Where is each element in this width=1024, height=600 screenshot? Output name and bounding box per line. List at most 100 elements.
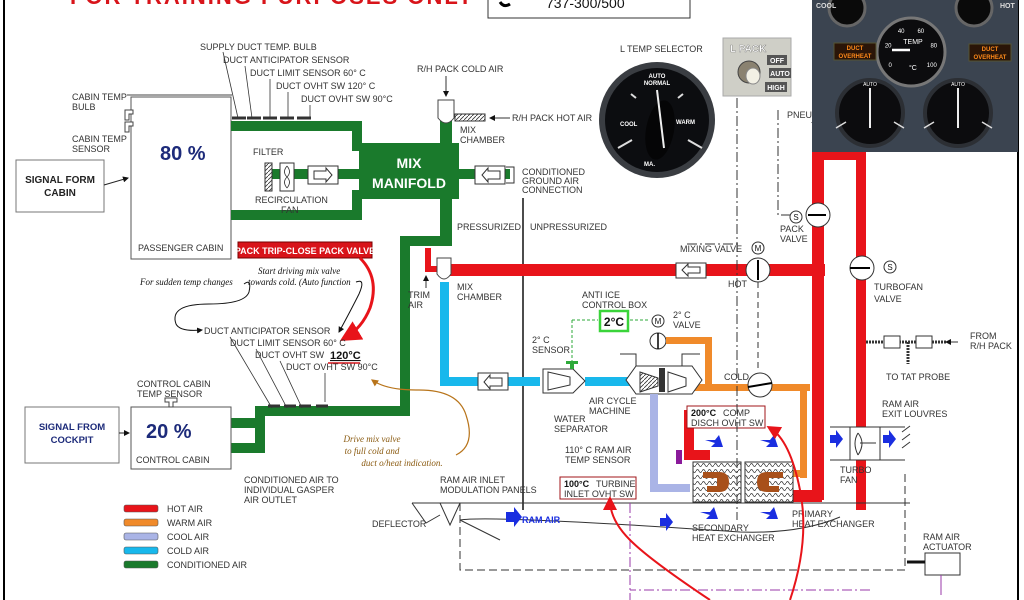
gasper-label-2: INDIVIDUAL GASPER [244, 485, 335, 495]
mix-chamber-label-1: MIX [460, 125, 476, 135]
temp-selector-knob[interactable] [641, 98, 679, 162]
legend-swatch [123, 504, 159, 513]
trim-air-label-2: AIR [408, 300, 424, 310]
warning-right-1: DUCT [982, 47, 999, 53]
lower-duct-ovht-90-label: DUCT OVHT SW 90°C [286, 362, 378, 372]
supply-duct-temp-bulb-label: SUPPLY DUCT TEMP. BULB [200, 42, 317, 52]
ground-air-label-3: CONNECTION [522, 185, 583, 195]
l-temp-selector[interactable]: L TEMP SELECTOR AUTO NORMAL COOL WARM MA… [599, 44, 715, 178]
valve-2c-label-2: VALVE [673, 320, 701, 330]
recirc-fan-label-1: RECIRCULATION [255, 195, 328, 205]
turbofan-valve: S TURBOFAN VALVE [849, 255, 923, 304]
flow-arrow-icon [313, 166, 333, 184]
ram-temp-sensor-label-2: TEMP SENSOR [565, 455, 631, 465]
cool-air-duct [650, 394, 658, 490]
ram-air-label: RAM AIR [522, 515, 561, 525]
control-cabin: 20 % CONTROL CABIN CONTROL CABIN TEMP SE… [130, 379, 232, 470]
lower-mix-chamber-label-2: CHAMBER [457, 292, 503, 302]
signal-form-cabin-line1: SIGNAL FORM [25, 175, 95, 186]
filter-label: FILTER [253, 147, 284, 157]
anti-ice-value: 2°C [604, 315, 624, 329]
gasper-label-3: AIR OUTLET [244, 495, 298, 505]
temp-selector-cool: COOL [620, 122, 638, 128]
turbine-inlet-label-2: INLET OVHT SW [564, 489, 634, 499]
turbine-inlet-ovht-sw: 100°C TURBINE INLET OVHT SW [559, 476, 637, 500]
duct-limit-sensor-label: DUCT LIMIT SENSOR 60° C [250, 68, 366, 78]
lower-mix-chamber: MIX CHAMBER [436, 257, 503, 302]
pack-valve: S PACK VALVE [780, 202, 831, 244]
note-drive-mix-3: duct o/heat indication. [361, 458, 442, 468]
comp-disch-label-2: DISCH OVHT SW [691, 418, 764, 428]
legend-swatch [123, 518, 159, 527]
temp-selector-auto: AUTO [649, 74, 666, 80]
turbo-fan: TURBO FAN RAM AIR EXIT LOUVRES [840, 399, 947, 485]
water-separator-label-1: WATER [554, 414, 586, 424]
water-separator: 2° C SENSOR WATER SEPARATOR [532, 335, 609, 434]
panel-cool-label: COOL [816, 3, 837, 10]
cabin-sensor-icons [124, 109, 134, 133]
tat-probe-label: TO TAT PROBE [886, 372, 950, 382]
valve-2c-label-1: 2° C [673, 310, 691, 320]
l-pack-toggle[interactable] [745, 67, 761, 85]
signal-from-cockpit-box: SIGNAL FROM COCKPIT [24, 406, 130, 464]
mixing-valve-label: MIXING VALVE [680, 244, 742, 254]
cabin-temp-sensor-label: CABIN TEMP [72, 134, 127, 144]
l-pack-auto: AUTO [770, 71, 790, 78]
cool-air-duct-2 [650, 484, 690, 492]
duct-ovht-120-label: DUCT OVHT SW 120° C [276, 81, 376, 91]
acm-label-2: MACHINE [589, 406, 631, 416]
legend-label: COOL AIR [167, 532, 210, 542]
secondary-hx-label-2: HEAT EXCHANGER [692, 533, 775, 543]
mix-chamber-label-2: CHAMBER [460, 135, 506, 145]
lower-mix-chamber-label-1: MIX [457, 282, 473, 292]
gauge-tick-label: 20 [885, 44, 892, 50]
duct-ovht-90-label: DUCT OVHT SW 90°C [301, 94, 393, 104]
primary-hx-label-1: PRIMARY [792, 509, 833, 519]
warning-right-2: OVERHEAT [974, 55, 1007, 61]
pack-trip-text: PACK TRIP-CLOSE PACK VALVE [235, 246, 375, 256]
mix-manifold-label-1: MIX [397, 155, 423, 171]
from-rh-pack-label-2: R/H PACK [970, 341, 1012, 351]
rh-pack-cold-air-label: R/H PACK COLD AIR [417, 64, 504, 74]
lower-sensor-labels: DUCT ANTICIPATOR SENSOR DUCT LIMIT SENSO… [204, 326, 378, 409]
l-pack-switch[interactable]: L PACK OFF AUTO HIGH [722, 37, 792, 97]
sensor-2c-label-1: 2° C [532, 335, 550, 345]
temp-selector-man: MA. [644, 162, 655, 168]
lower-duct-ovht-120-label: DUCT OVHT SW [255, 350, 325, 360]
control-cabin-name: CONTROL CABIN [136, 455, 210, 465]
anti-ice-label-1: ANTI ICE [582, 290, 620, 300]
pack-trip-alert: PACK TRIP-CLOSE PACK VALVE [235, 241, 375, 342]
note-drive-mix-2: to full cold and [345, 446, 400, 456]
passenger-cabin: 80 % PASSENGER CABIN [124, 96, 232, 260]
turbo-fan-label-1: TURBO [840, 465, 872, 475]
l-pack-high: HIGH [767, 85, 785, 92]
l-pack-off: OFF [770, 58, 785, 65]
hot-air-ducts [425, 100, 866, 510]
note-start-driving-2: towards cold. (Auto function [248, 277, 351, 287]
legend-label: WARM AIR [167, 518, 213, 528]
temp-selector-normal: NORMAL [644, 81, 671, 87]
cabin-temp-bulb-label: CABIN TEMP [72, 92, 127, 102]
model-box: 737-300/500 [487, 0, 691, 19]
pressurized-label: PRESSURIZED [457, 222, 522, 232]
legend-swatch [123, 532, 159, 541]
control-cabin-temp-sensor-2: TEMP SENSOR [137, 389, 203, 399]
outer-border [3, 0, 1019, 600]
lower-duct-limit-label: DUCT LIMIT SENSOR 60° C [230, 338, 346, 348]
control-cabin-temp-sensor-1: CONTROL CABIN [137, 379, 211, 389]
ram-air-actuator: RAM AIR ACTUATOR [907, 532, 972, 595]
air-cycle-machine: AIR CYCLE MACHINE [589, 353, 703, 416]
comp-disch-value: 200°C [691, 408, 717, 418]
turbine-inlet-label-1: TURBINE [596, 479, 636, 489]
tat-probe-line: FROM R/H PACK TO TAT PROBE [866, 331, 1012, 382]
recirculation-fan: FILTER RECIRCULATION FAN [253, 147, 339, 215]
lower-duct-anticipator-label: DUCT ANTICIPATOR SENSOR [204, 326, 331, 336]
exit-louvres-label-2: EXIT LOUVRES [882, 409, 947, 419]
turbofan-valve-label-2: VALVE [874, 294, 902, 304]
gauge-tick-label: 60 [917, 29, 924, 35]
drive-mix-connector [371, 379, 470, 456]
rh-pack-hot-air-label: R/H PACK HOT AIR [512, 113, 593, 123]
turbine-inlet-value: 100°C [564, 479, 590, 489]
